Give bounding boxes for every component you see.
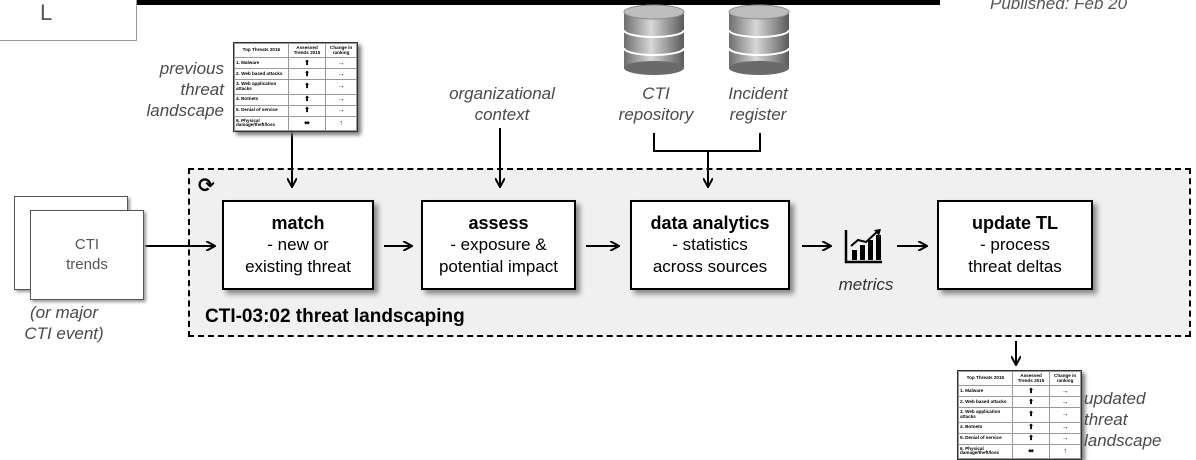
previous-landscape-label: previous threat landscape (146, 59, 224, 120)
bracket-sources (653, 133, 761, 152)
updated-landscape-label: updated threat landscape (1084, 389, 1162, 450)
step-assess: assess - exposure & potential impact (421, 200, 576, 290)
refresh-icon: ⟳ (198, 175, 215, 197)
step-data-analytics: data analytics - statistics across sourc… (630, 200, 790, 290)
organizational-context-label: organizational context (449, 84, 555, 124)
major-event-label: (or major CTI event) (24, 303, 104, 343)
chart-icon (844, 229, 882, 264)
corner-tab (0, 0, 137, 41)
top-divider (120, 0, 940, 5)
step-update-tl: update TL - process threat deltas (937, 200, 1093, 290)
database-icon (623, 4, 685, 75)
incident-register-label: Incident register (728, 84, 788, 124)
frame-title: CTI-03:02 threat landscaping (205, 306, 465, 327)
corner-letter: L (40, 0, 53, 25)
cti-trends-doc: CTI trends (30, 210, 144, 300)
metrics-label: metrics (838, 275, 894, 294)
published-date: Published: Feb 20 (990, 0, 1128, 13)
database-icon (728, 4, 790, 75)
cti-repository-label: CTI repository (618, 84, 694, 124)
step-match: match - new or existing threat (222, 200, 374, 290)
